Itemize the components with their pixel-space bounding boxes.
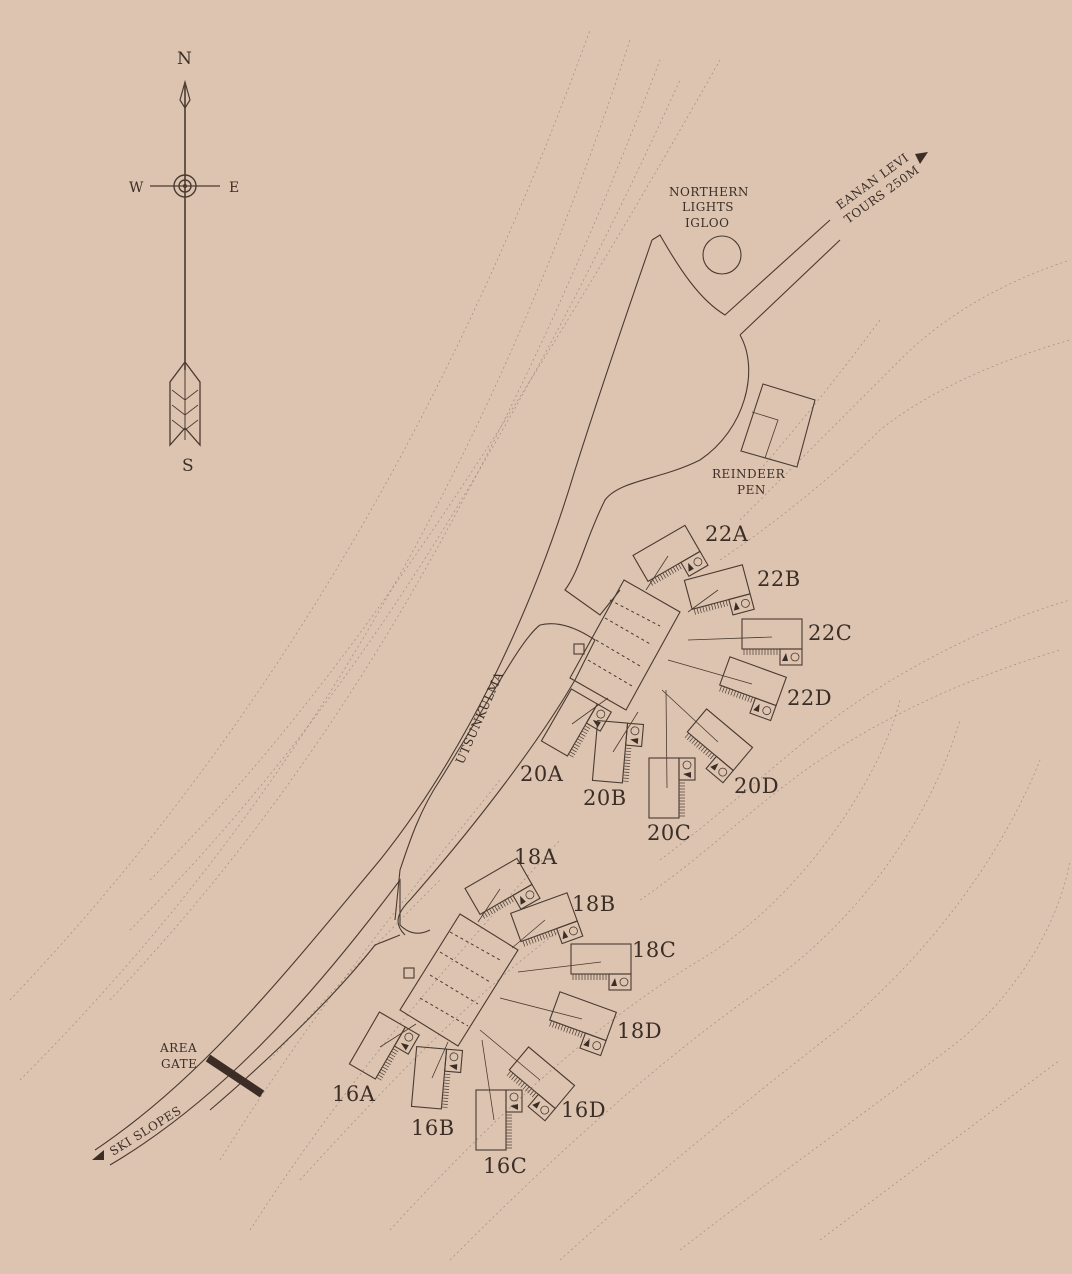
cabin-walkway [481,1039,495,1121]
cabin-16d[interactable] [479,1029,576,1122]
reindeer-pen-label-1: REINDEER [712,467,786,481]
compass-north-label: N [177,49,192,69]
ski-slopes-label: SKI SLOPES [107,1103,184,1158]
cabin-building-icon [741,618,803,666]
cabin-label-20d[interactable]: 20D [734,774,779,798]
cabin-label-18a[interactable]: 18A [514,845,558,869]
area-gate-label-2: GATE [161,1057,197,1071]
road-label: UTSUNKULMA [453,670,506,767]
igloo-label-3: IGLOO [685,216,729,230]
ski-slopes-arrow-icon [92,1150,104,1160]
cabin-label-22b[interactable]: 22B [757,567,801,591]
cabin-building-icon [549,991,618,1057]
upper-cluster-hub [569,579,681,711]
cabin-22c[interactable] [687,618,803,666]
cabin-building-icon [684,708,754,784]
cabin-label-16d[interactable]: 16D [561,1098,606,1122]
lower-cluster-hub [399,913,519,1047]
compass-west-label: W [129,180,144,196]
cabin-walkway [645,555,669,591]
cabin-building-icon [540,688,613,758]
compass-south-label: S [182,456,194,476]
cabin-building-icon [648,757,696,819]
cabin-building-icon [475,1089,523,1151]
cabin-building-icon [632,524,709,586]
cabin-label-20c[interactable]: 20C [647,821,691,845]
cabin-walkway [477,888,501,923]
cabin-walkway [571,697,609,725]
cabin-16c[interactable] [475,1039,523,1151]
tours-arrow-icon [915,152,928,164]
contour-lines [9,29,1071,1261]
cabin-20c[interactable] [648,689,696,819]
cabin-walkway [661,689,719,743]
igloo-label-2: LIGHTS [682,200,734,214]
cabin-label-16b[interactable]: 16B [411,1116,455,1140]
compass-rose-icon [150,79,220,447]
cabin-22b[interactable] [683,564,755,625]
cabin-20d[interactable] [661,689,754,784]
cabin-building-icon [683,564,755,616]
cabin-building-icon [591,719,645,784]
cabin-label-22c[interactable]: 22C [808,621,852,645]
main-road [94,219,841,1166]
cabin-18c[interactable] [517,943,632,991]
cabin-16a[interactable] [348,1011,421,1087]
cabin-walkway [431,1041,449,1079]
cabin-building-icon [509,892,584,947]
area-gate [205,1054,265,1098]
cabins-layer [348,524,803,1151]
cabin-building-icon [464,857,541,919]
cabin-18b[interactable] [509,892,584,957]
cabin-label-18b[interactable]: 18B [572,892,616,916]
cabin-20a[interactable] [540,688,613,764]
cabin-walkway [511,919,546,949]
area-gate-label-1: AREA [159,1041,197,1055]
igloo-icon [702,235,742,275]
cabin-walkway [665,689,668,789]
cabin-building-icon [570,943,632,991]
cabin-building-icon [348,1011,421,1081]
cabin-walkway [379,1023,417,1048]
cabin-label-18d[interactable]: 18D [617,1019,662,1043]
cabin-22d[interactable] [667,656,788,722]
cabin-walkway [612,711,639,753]
cabin-label-20b[interactable]: 20B [583,786,627,810]
cabin-building-icon [410,1045,464,1110]
cabin-building-icon [506,1046,576,1122]
compass-east-label: E [229,180,239,196]
cabin-walkway [687,636,773,641]
cabin-label-22d[interactable]: 22D [787,686,832,710]
cabin-16b[interactable] [410,1041,464,1110]
cabin-walkway [479,1029,541,1081]
reindeer-pen-label-2: PEN [737,483,766,497]
igloo-label-1: NORTHERN [669,185,749,199]
cabin-20b[interactable] [591,711,645,784]
cabin-22a[interactable] [632,524,709,595]
cabin-label-22a[interactable]: 22A [705,522,749,546]
cabin-walkway [687,589,719,613]
cabin-18d[interactable] [499,991,618,1057]
cabin-18a[interactable] [464,857,541,928]
reindeer-pen-icon [740,383,816,468]
cabin-label-16c[interactable]: 16C [483,1154,527,1178]
cabin-building-icon [719,656,788,722]
cabin-label-20a[interactable]: 20A [520,762,564,786]
cabin-label-16a[interactable]: 16A [332,1082,376,1106]
cabin-label-18c[interactable]: 18C [632,938,676,962]
cabin-walkway [667,659,753,685]
cabin-walkway [517,961,602,973]
cabin-walkway [499,997,583,1020]
